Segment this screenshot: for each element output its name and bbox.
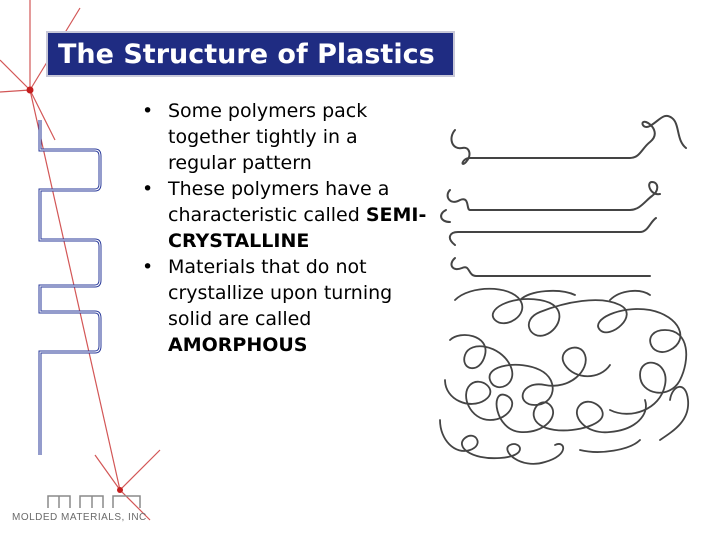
bullet-list: • Some polymers pack together tightly in… — [140, 98, 430, 358]
bullet-item: • Some polymers pack together tightly in… — [140, 98, 430, 176]
bullet-text: These polymers have a characteristic cal… — [168, 178, 390, 226]
bullet-item: • These polymers have a characteristic c… — [140, 176, 430, 254]
bullet-icon: • — [142, 100, 154, 122]
bullet-text: Materials that do not crystallize upon t… — [168, 256, 393, 330]
bullet-icon: • — [142, 178, 154, 200]
title-banner: The Structure of Plastics — [46, 31, 455, 77]
bullet-emphasis: AMORPHOUS — [168, 334, 308, 356]
slide-title: The Structure of Plastics — [58, 39, 435, 70]
bullet-icon: • — [142, 256, 154, 278]
bullet-emphasis: SEMI-CRYSTALLINE — [168, 204, 427, 252]
company-logo-text: MOLDED MATERIALS, INC — [12, 512, 147, 523]
bullet-item: • Materials that do not crystallize upon… — [140, 254, 430, 358]
bullet-text: Some polymers pack together tightly in a… — [168, 100, 368, 174]
